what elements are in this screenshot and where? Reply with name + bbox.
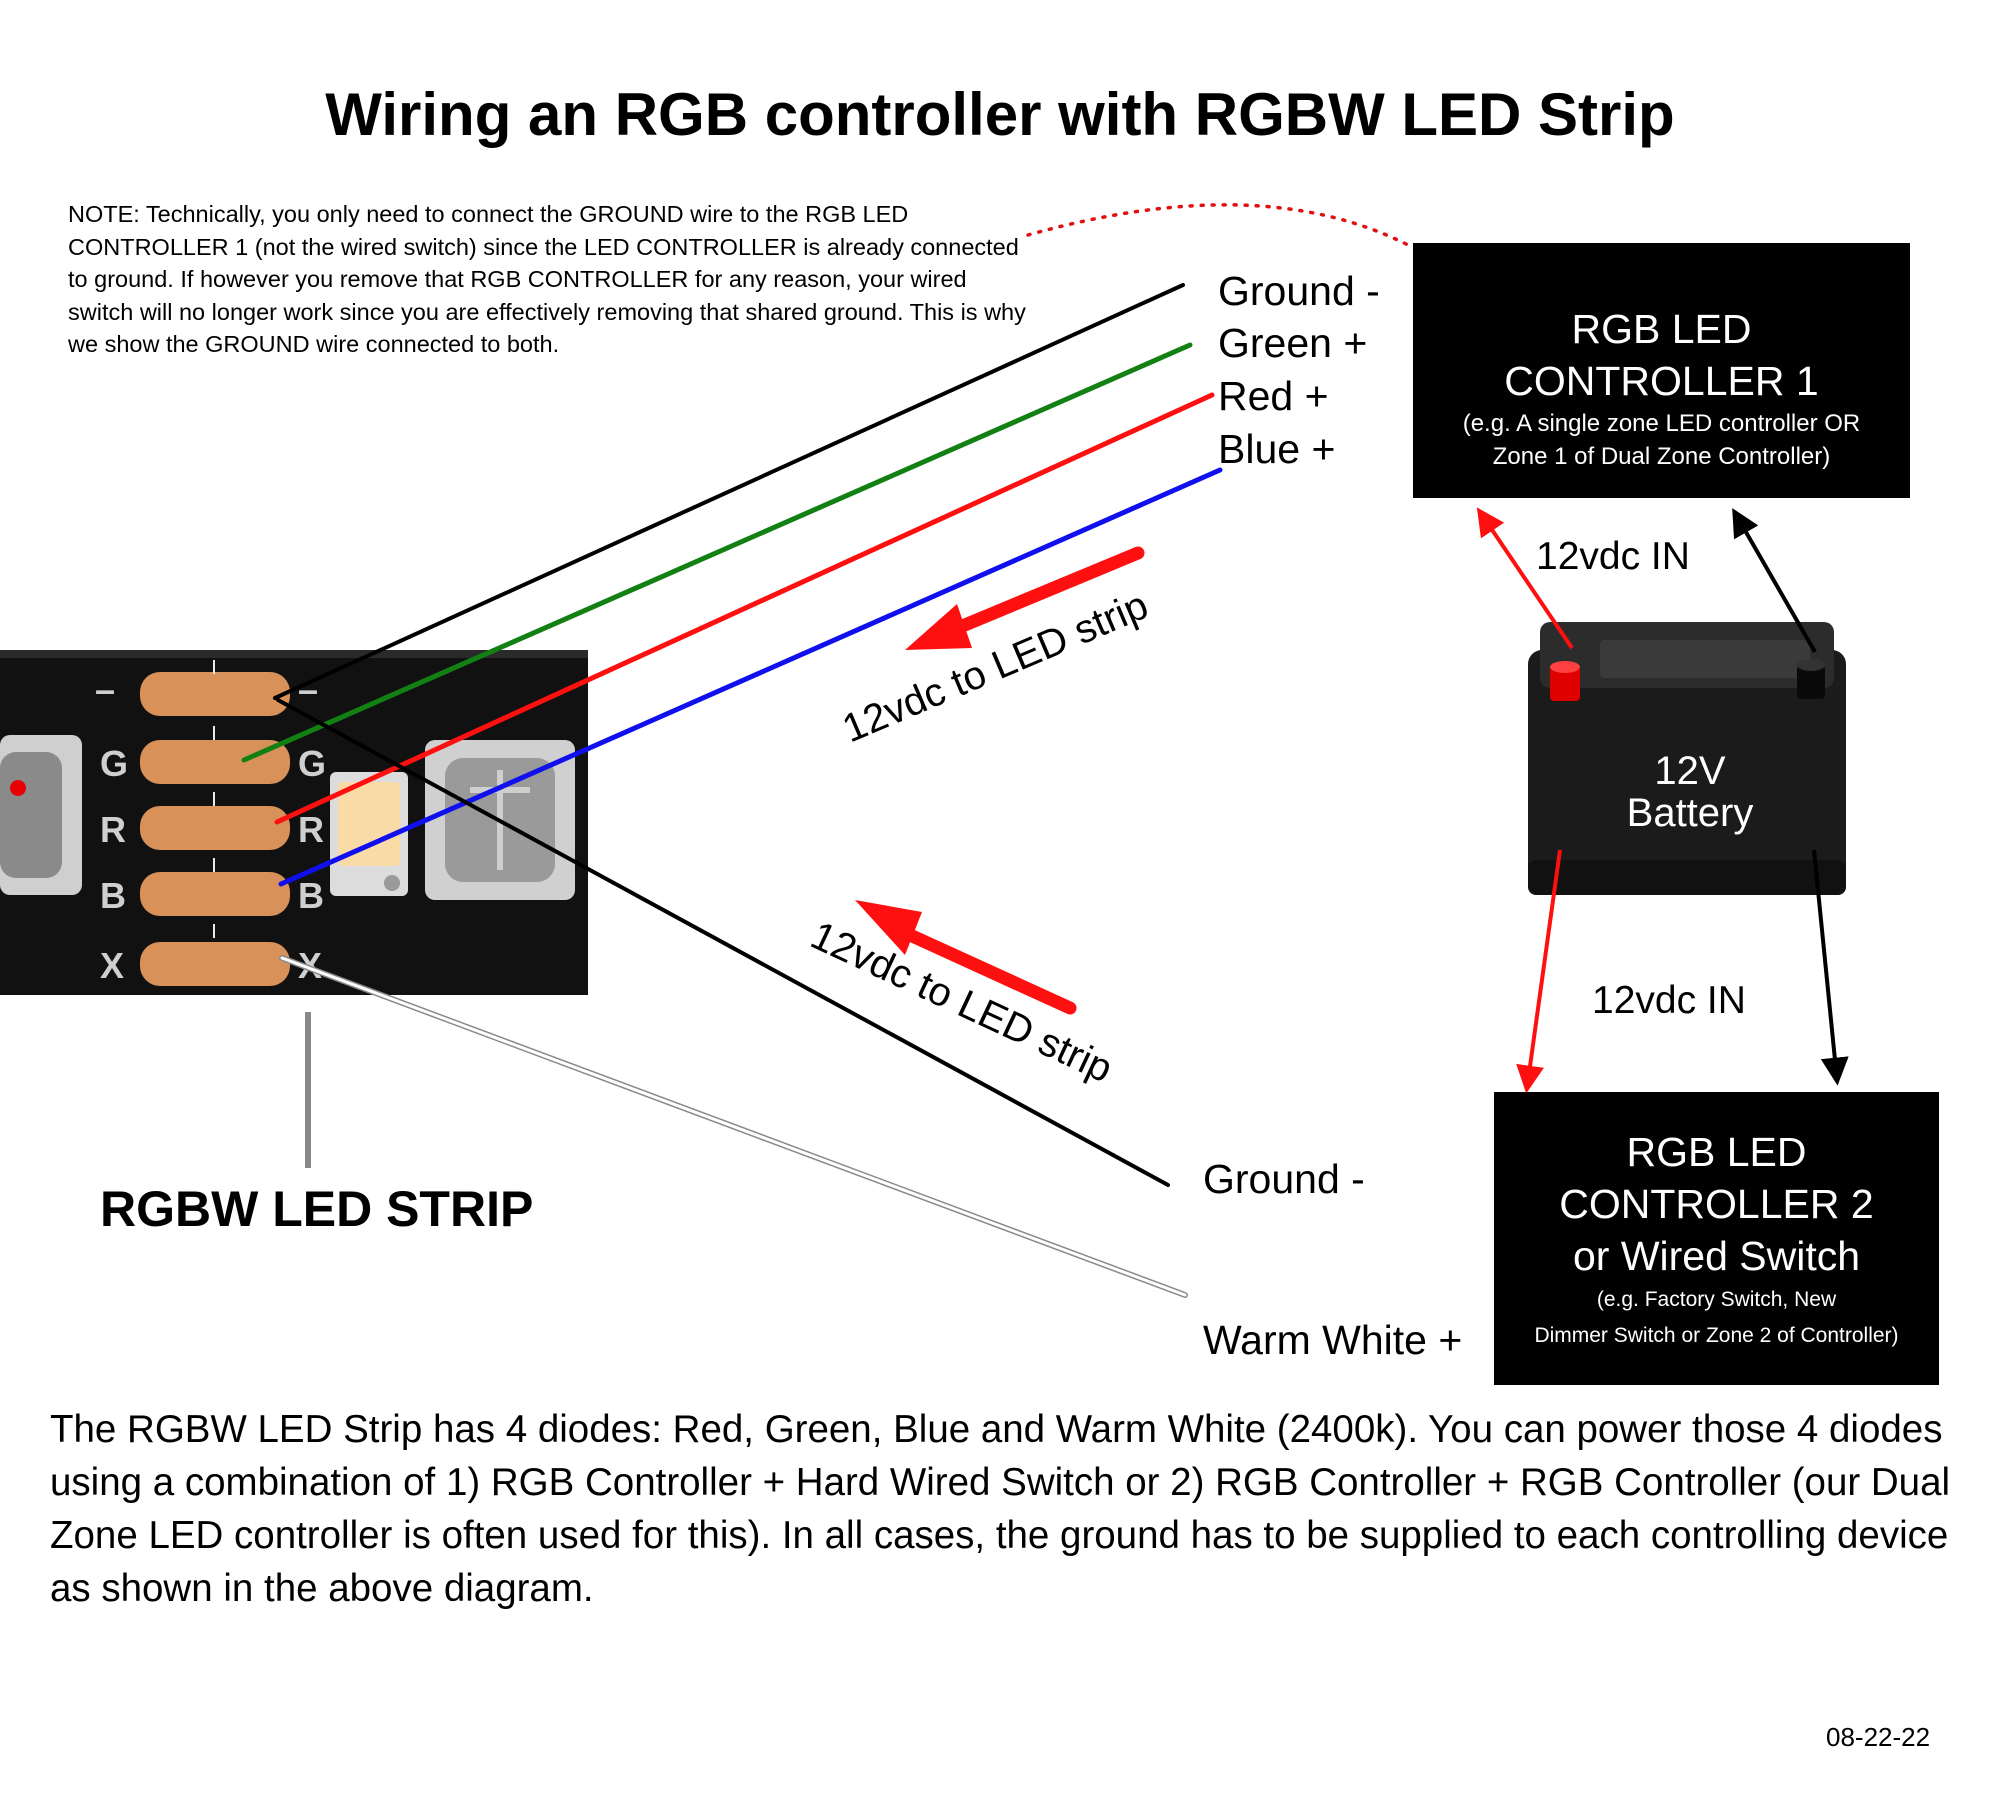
label-ground-bottom: Ground - bbox=[1203, 1156, 1365, 1202]
pad-letter-r-left: R bbox=[100, 809, 126, 850]
arrow-negative-to-controller1 bbox=[1732, 508, 1817, 653]
battery-positive-terminal bbox=[1550, 661, 1580, 701]
controller1-line1: RGB LED bbox=[1571, 306, 1752, 352]
wire-warm-white bbox=[280, 956, 1187, 1297]
pad-red bbox=[140, 806, 290, 850]
dotted-ground-connector bbox=[1026, 203, 1410, 247]
pad-blue bbox=[140, 872, 290, 916]
pad-minus-right: – bbox=[298, 669, 318, 710]
controller2-line2: CONTROLLER 2 bbox=[1559, 1181, 1874, 1227]
wire-red bbox=[274, 392, 1215, 825]
label-blue: Blue + bbox=[1218, 426, 1336, 472]
pad-letter-b-left: B bbox=[100, 875, 126, 916]
pad-letter-r-right: R bbox=[298, 809, 324, 850]
arrow-positive-to-controller1 bbox=[1476, 507, 1574, 650]
label-warm-white: Warm White + bbox=[1203, 1317, 1463, 1363]
label-red: Red + bbox=[1218, 373, 1329, 419]
battery-label-line2: Battery bbox=[1626, 791, 1754, 835]
controller1-line2: CONTROLLER 1 bbox=[1504, 358, 1819, 404]
pad-green bbox=[140, 740, 290, 784]
controller2-line1: RGB LED bbox=[1626, 1129, 1807, 1175]
battery-label-line1: 12V bbox=[1654, 749, 1726, 793]
wire-ground-top bbox=[273, 283, 1185, 700]
arrow-to-strip-bottom bbox=[855, 900, 1077, 1015]
battery-negative-terminal bbox=[1797, 659, 1825, 699]
arrow-to-strip-top bbox=[905, 546, 1145, 650]
ground-note: NOTE: Technically, you only need to conn… bbox=[68, 201, 1026, 357]
controller1-line3: (e.g. A single zone LED controller OR bbox=[1462, 410, 1861, 437]
date-stamp: 08-22-22 bbox=[1826, 1722, 1931, 1752]
pad-minus-left: – bbox=[95, 669, 115, 710]
pad-letter-x-left: X bbox=[100, 945, 124, 986]
controller2-line3: or Wired Switch bbox=[1572, 1233, 1861, 1279]
controller2-line4: (e.g. Factory Switch, New bbox=[1596, 1288, 1837, 1311]
wire-green bbox=[241, 342, 1193, 763]
wires bbox=[241, 283, 1223, 1298]
label-green: Green + bbox=[1218, 320, 1368, 366]
led-strip: – G R B X – G R B X bbox=[0, 650, 588, 995]
pad-ground bbox=[140, 672, 290, 716]
solder-pads bbox=[140, 660, 290, 986]
description: The RGBW LED Strip has 4 diodes: Red, Gr… bbox=[50, 1408, 1951, 1610]
controller2-line5: Dimmer Switch or Zone 2 of Controller) bbox=[1534, 1324, 1899, 1347]
power-arrows bbox=[1476, 507, 1849, 1094]
warm-white-diode bbox=[330, 772, 408, 896]
pad-letter-g-left: G bbox=[100, 743, 128, 784]
wire-ground-bottom bbox=[276, 698, 1170, 1187]
battery-label: 12V Battery bbox=[1550, 750, 1830, 834]
rgb-led-controller-2: RGB LED CONTROLLER 2 or Wired Switch (e.… bbox=[1494, 1092, 1939, 1385]
label-ground-top: Ground - bbox=[1218, 268, 1380, 314]
strip-label: RGBW LED STRIP bbox=[100, 1181, 534, 1237]
battery-body bbox=[1528, 650, 1846, 895]
rgb-diode-left bbox=[0, 735, 82, 895]
rgb-led-controller-1: RGB LED CONTROLLER 1 (e.g. A single zone… bbox=[1413, 243, 1910, 498]
arrow-negative-to-controller2 bbox=[1812, 849, 1849, 1086]
power-in-top-label: 12vdc IN bbox=[1536, 535, 1690, 578]
battery bbox=[1528, 622, 1846, 895]
pad-letter-g-right: G bbox=[298, 743, 326, 784]
pad-warm-white bbox=[140, 942, 290, 986]
controller1-line4: Zone 1 of Dual Zone Controller) bbox=[1492, 443, 1831, 470]
page-title: Wiring an RGB controller with RGBW LED S… bbox=[325, 81, 1675, 148]
wire-blue bbox=[278, 467, 1223, 887]
pad-letter-b-right: B bbox=[298, 875, 324, 916]
power-in-bottom-label: 12vdc IN bbox=[1592, 979, 1746, 1022]
arrow-positive-to-controller2 bbox=[1516, 849, 1562, 1094]
